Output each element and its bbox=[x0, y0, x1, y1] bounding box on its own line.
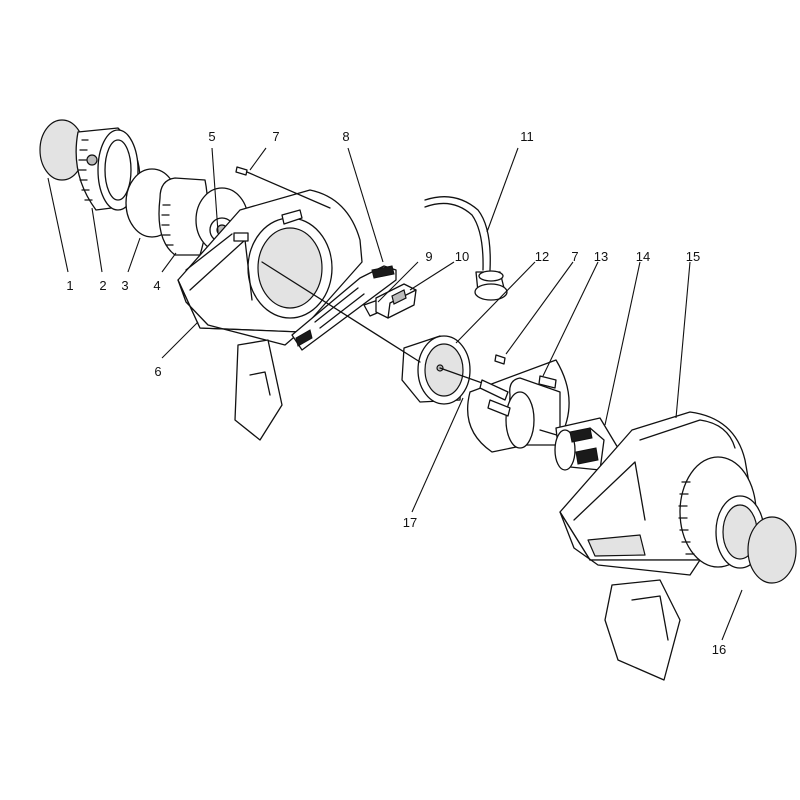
leader-6 bbox=[161, 321, 199, 359]
callout-4: 4 bbox=[153, 278, 160, 293]
callout-16: 16 bbox=[712, 642, 726, 657]
callout-15: 15 bbox=[686, 249, 700, 264]
leader-7a bbox=[249, 147, 267, 171]
part-7-screw-lower bbox=[494, 354, 506, 365]
callout-9: 9 bbox=[425, 249, 432, 264]
part-10-switch-actuator bbox=[375, 283, 417, 319]
callout-2: 2 bbox=[99, 278, 106, 293]
callout-6: 6 bbox=[154, 364, 161, 379]
leader-5 bbox=[211, 147, 219, 233]
part-5-retaining-screw bbox=[233, 232, 249, 242]
callout-1: 1 bbox=[66, 278, 73, 293]
callout-7-upper: 7 bbox=[272, 129, 279, 144]
part-7-screw-upper bbox=[235, 166, 331, 209]
leader-17 bbox=[411, 397, 464, 513]
leader-10 bbox=[409, 261, 455, 291]
part-16-rear-lens-cap bbox=[747, 516, 797, 584]
callout-7-lower: 7 bbox=[571, 249, 578, 264]
callout-10: 10 bbox=[455, 249, 469, 264]
callout-14: 14 bbox=[636, 249, 650, 264]
callout-3: 3 bbox=[121, 278, 128, 293]
leader-9 bbox=[377, 261, 419, 303]
leader-16 bbox=[721, 589, 743, 641]
part-12-reflector-cup bbox=[401, 335, 486, 405]
callout-5: 5 bbox=[208, 129, 215, 144]
callout-11: 11 bbox=[520, 129, 534, 144]
leader-4 bbox=[161, 252, 177, 273]
leader-8 bbox=[347, 147, 384, 263]
callout-12: 12 bbox=[535, 249, 549, 264]
part-8-switch-bar bbox=[291, 265, 397, 351]
leader-11 bbox=[486, 147, 519, 233]
leader-3 bbox=[127, 237, 141, 273]
part-14-electric-motor bbox=[539, 417, 619, 471]
leader-15 bbox=[675, 261, 691, 419]
callout-8: 8 bbox=[342, 129, 349, 144]
leader-1 bbox=[47, 177, 69, 273]
leader-2 bbox=[91, 207, 103, 273]
callout-17: 17 bbox=[403, 515, 417, 530]
callout-13: 13 bbox=[594, 249, 608, 264]
part-13-motor-housing bbox=[479, 375, 561, 449]
exploded-axis-line bbox=[261, 261, 421, 363]
leader-7b bbox=[505, 261, 574, 355]
part-11-cable-plug bbox=[424, 196, 508, 301]
leader-14 bbox=[604, 261, 641, 426]
leader-12 bbox=[455, 261, 536, 344]
leader-13 bbox=[542, 261, 599, 377]
